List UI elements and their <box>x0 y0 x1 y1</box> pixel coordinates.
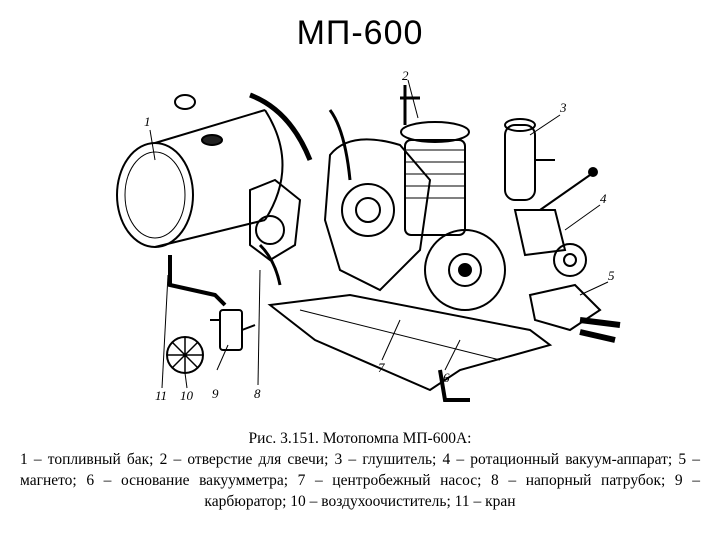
air-filter-shape <box>166 336 204 374</box>
callout-labels: 1 2 3 4 5 6 7 8 9 10 11 <box>144 70 615 403</box>
callout-6: 6 <box>443 370 450 385</box>
caption-legend: 1 – топливный бак; 2 – отверстие для све… <box>20 451 700 510</box>
pipes-shape <box>168 85 420 307</box>
slide-title: МП-600 <box>296 14 424 52</box>
callout-3: 3 <box>559 100 567 115</box>
motor-pump-drawing: 1 2 3 4 5 6 7 8 9 10 11 <box>100 70 660 420</box>
pump-body-shape <box>323 138 432 292</box>
callout-1: 1 <box>144 114 151 129</box>
flywheel-shape <box>424 229 506 311</box>
callout-2: 2 <box>402 70 409 83</box>
callout-10: 10 <box>180 388 194 403</box>
figure-caption: Рис. 3.151. Мотопомпа МП-600А: 1 – топли… <box>20 428 700 512</box>
callout-5: 5 <box>608 268 615 283</box>
vacuum-apparatus-shape <box>513 167 598 277</box>
callout-8: 8 <box>254 386 261 401</box>
callout-4: 4 <box>600 191 607 206</box>
leader-lines <box>149 79 609 389</box>
muffler-shape <box>504 118 555 201</box>
callout-9: 9 <box>212 386 219 401</box>
callout-7: 7 <box>378 360 385 375</box>
callout-11: 11 <box>155 388 167 403</box>
magneto-shape <box>528 283 621 343</box>
carburetor-shape <box>210 309 256 351</box>
engine-cylinder-shape <box>400 121 470 236</box>
fuel-tank-shape <box>116 94 284 248</box>
motor-pump-illustration: 1 2 3 4 5 6 7 8 9 10 11 <box>116 70 621 403</box>
base-frame-shape <box>267 293 553 402</box>
caption-title: Рис. 3.151. Мотопомпа МП-600А: <box>248 430 472 447</box>
